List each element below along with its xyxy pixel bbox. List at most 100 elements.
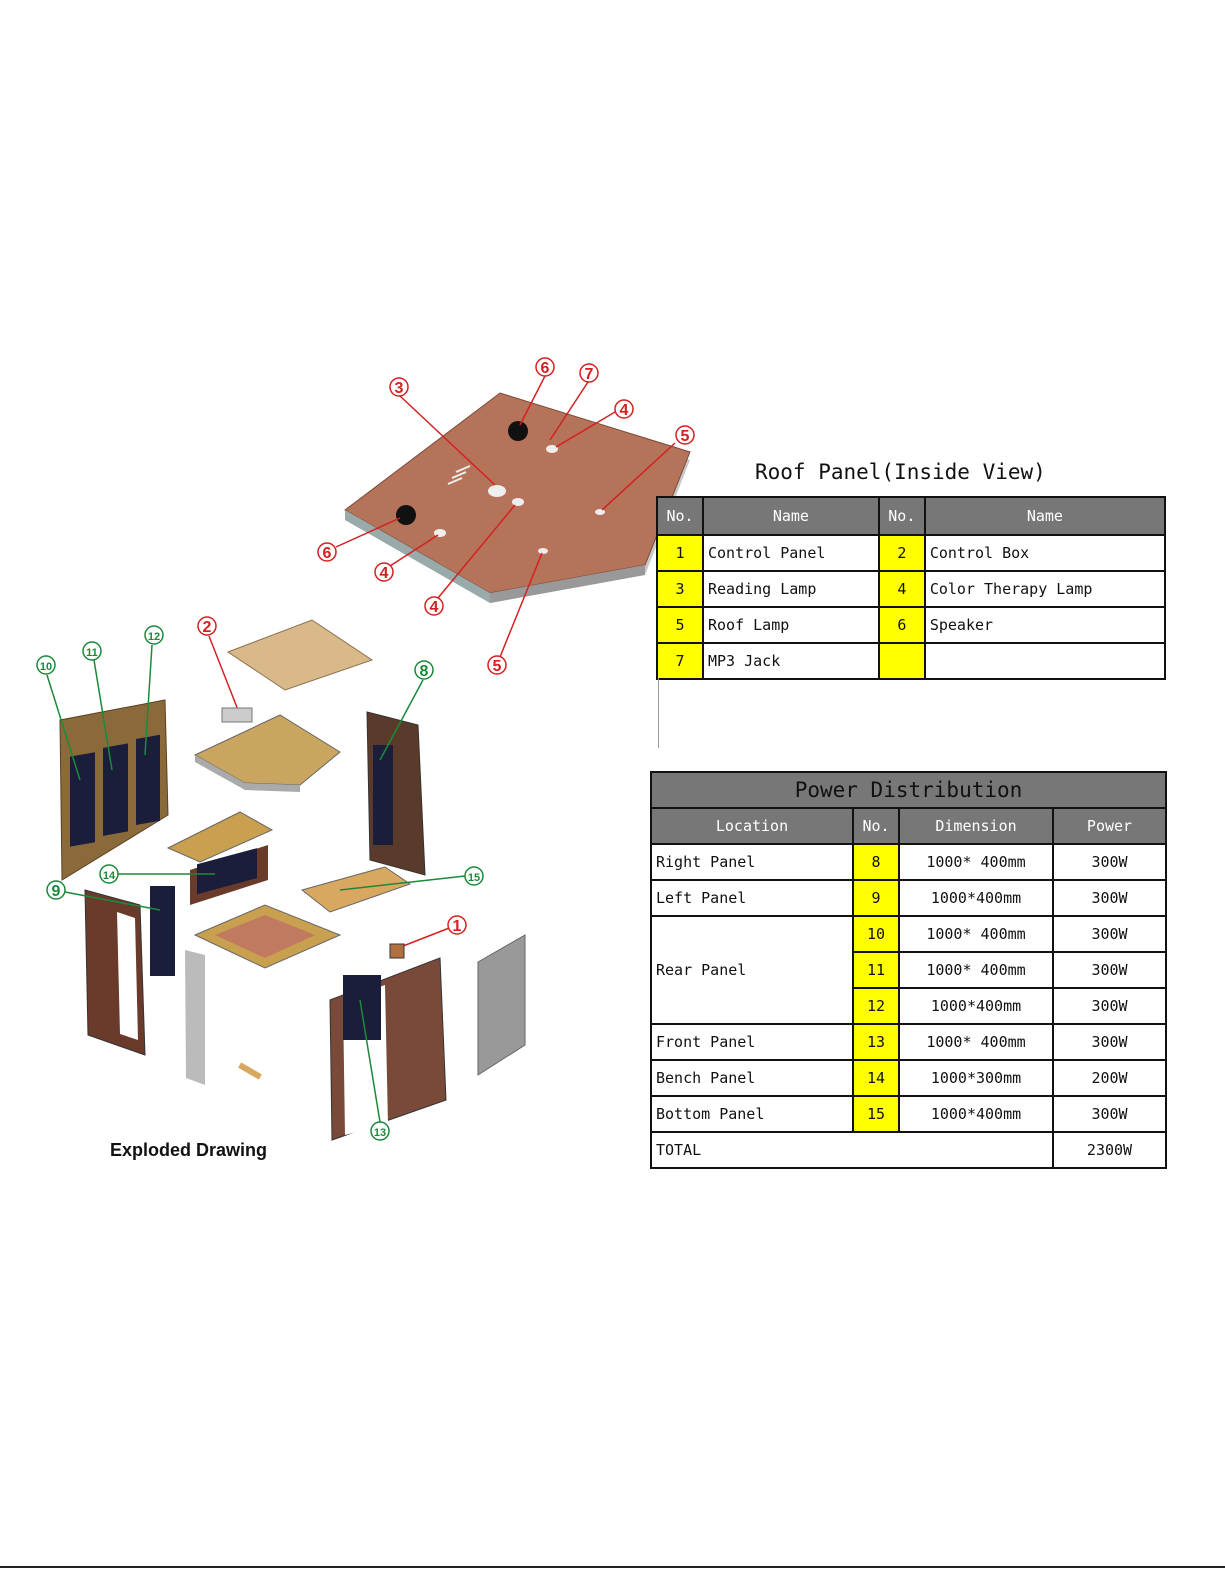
svg-text:5: 5 [681, 428, 690, 445]
col-header-dimension: Dimension [898, 807, 1054, 845]
item-name: Control Box [923, 534, 1167, 572]
item-name: Reading Lamp [702, 570, 880, 608]
total-value: 2300W [1052, 1131, 1167, 1169]
svg-text:12: 12 [148, 631, 160, 643]
table-row: 11 1000* 400mm 300W [651, 951, 1167, 989]
dimension-cell: 1000*400mm [898, 1095, 1054, 1133]
table-row: 12 1000*400mm 300W [651, 987, 1167, 1025]
reading-lamp [488, 485, 506, 497]
speaker-hole [508, 421, 528, 441]
callout-1: 1 [447, 915, 467, 935]
callout-3: 3 [389, 377, 409, 397]
location-cell: Left Panel [650, 879, 854, 917]
location-cell: Right Panel [650, 843, 854, 881]
svg-text:6: 6 [541, 360, 550, 377]
callout-14: 14 [99, 864, 119, 884]
svg-text:15: 15 [468, 872, 480, 884]
dimension-cell: 1000* 400mm [898, 843, 1054, 881]
location-cell: Bottom Panel [650, 1095, 854, 1133]
right-panel [366, 711, 426, 876]
svg-text:4: 4 [620, 402, 629, 419]
item-name: MP3 Jack [702, 642, 880, 680]
svg-text:14: 14 [103, 870, 116, 882]
no-cell: 8 [852, 843, 900, 881]
page-bottom-rule [0, 1566, 1225, 1568]
power-cell: 200W [1052, 1059, 1167, 1097]
item-name: Color Therapy Lamp [923, 570, 1167, 608]
svg-text:11: 11 [86, 647, 98, 659]
svg-text:13: 13 [374, 1127, 386, 1139]
roof-frame [193, 714, 341, 792]
col-header-no: No. [852, 807, 900, 845]
rear-panel [59, 699, 169, 881]
roof-table-title: Roof Panel(Inside View) [755, 460, 1046, 484]
location-cell: Rear Panel [650, 915, 854, 1025]
table-row: 3 Reading Lamp 4 Color Therapy Lamp [656, 570, 1167, 608]
callout-6: 6 [535, 357, 555, 377]
bench-panel [190, 845, 268, 905]
callout-9: 9 [46, 880, 66, 900]
no-cell: 9 [852, 879, 900, 917]
callout-15: 15 [464, 866, 484, 886]
power-cell: 300W [1052, 915, 1167, 953]
callout-2: 2 [197, 616, 217, 636]
item-no: 4 [877, 570, 926, 608]
item-name: Roof Lamp [702, 606, 880, 644]
floor-board [300, 866, 412, 913]
svg-text:9: 9 [52, 883, 61, 900]
svg-text:6: 6 [323, 545, 332, 562]
svg-text:4: 4 [430, 599, 439, 616]
bench-board [166, 811, 274, 863]
control-box [221, 707, 253, 723]
dimension-cell: 1000* 400mm [898, 915, 1054, 953]
callout-11: 11 [82, 641, 102, 661]
table-row: Bottom Panel 15 1000*400mm 300W [650, 1095, 1167, 1133]
table-row: Front Panel 13 1000* 400mm 300W [650, 1023, 1167, 1061]
no-cell: 14 [852, 1059, 900, 1097]
left-panel [84, 886, 262, 1085]
table-row: 7 MP3 Jack [656, 642, 1167, 680]
roof-panel-table: No. Name No. Name 1 Control Panel 2 Cont… [656, 496, 1167, 680]
table-row: Bench Panel 14 1000*300mm 200W [650, 1059, 1167, 1097]
roof-panel [344, 392, 691, 603]
item-no: 3 [656, 570, 704, 608]
svg-text:4: 4 [380, 565, 389, 582]
callout-10: 10 [36, 655, 56, 675]
col-header-no: No. [877, 496, 926, 536]
speaker-hole [396, 505, 416, 525]
col-header-no: No. [656, 496, 704, 536]
col-header-name: Name [923, 496, 1167, 536]
location-cell: Bench Panel [650, 1059, 854, 1097]
table-row: Right Panel 8 1000* 400mm 300W [650, 843, 1167, 881]
callout-8: 8 [414, 660, 434, 680]
no-cell: 10 [852, 915, 900, 953]
item-no: 6 [877, 606, 926, 644]
item-no: 7 [656, 642, 704, 680]
item-name [923, 642, 1167, 680]
svg-text:3: 3 [395, 380, 404, 397]
item-name: Speaker [923, 606, 1167, 644]
item-name: Control Panel [702, 534, 880, 572]
callout-4: 4 [424, 596, 444, 616]
power-table-title: Power Distribution [650, 771, 1167, 809]
col-header-name: Name [702, 496, 880, 536]
dimension-cell: 1000* 400mm [898, 951, 1054, 989]
callout-4: 4 [374, 562, 394, 582]
callout-7: 7 [579, 363, 599, 383]
table-header-row: No. Name No. Name [656, 496, 1167, 536]
dimension-cell: 1000*400mm [898, 879, 1054, 917]
callout-13: 13 [370, 1121, 390, 1141]
power-cell: 300W [1052, 843, 1167, 881]
power-cell: 300W [1052, 1095, 1167, 1133]
svg-text:8: 8 [420, 663, 429, 680]
svg-text:2: 2 [203, 619, 212, 636]
svg-text:7: 7 [585, 366, 594, 383]
power-cell: 300W [1052, 1023, 1167, 1061]
callout-5: 5 [487, 655, 507, 675]
dimension-cell: 1000*400mm [898, 987, 1054, 1025]
no-cell: 12 [852, 987, 900, 1025]
col-header-location: Location [650, 807, 854, 845]
table-row: 5 Roof Lamp 6 Speaker [656, 606, 1167, 644]
divider [658, 678, 659, 748]
